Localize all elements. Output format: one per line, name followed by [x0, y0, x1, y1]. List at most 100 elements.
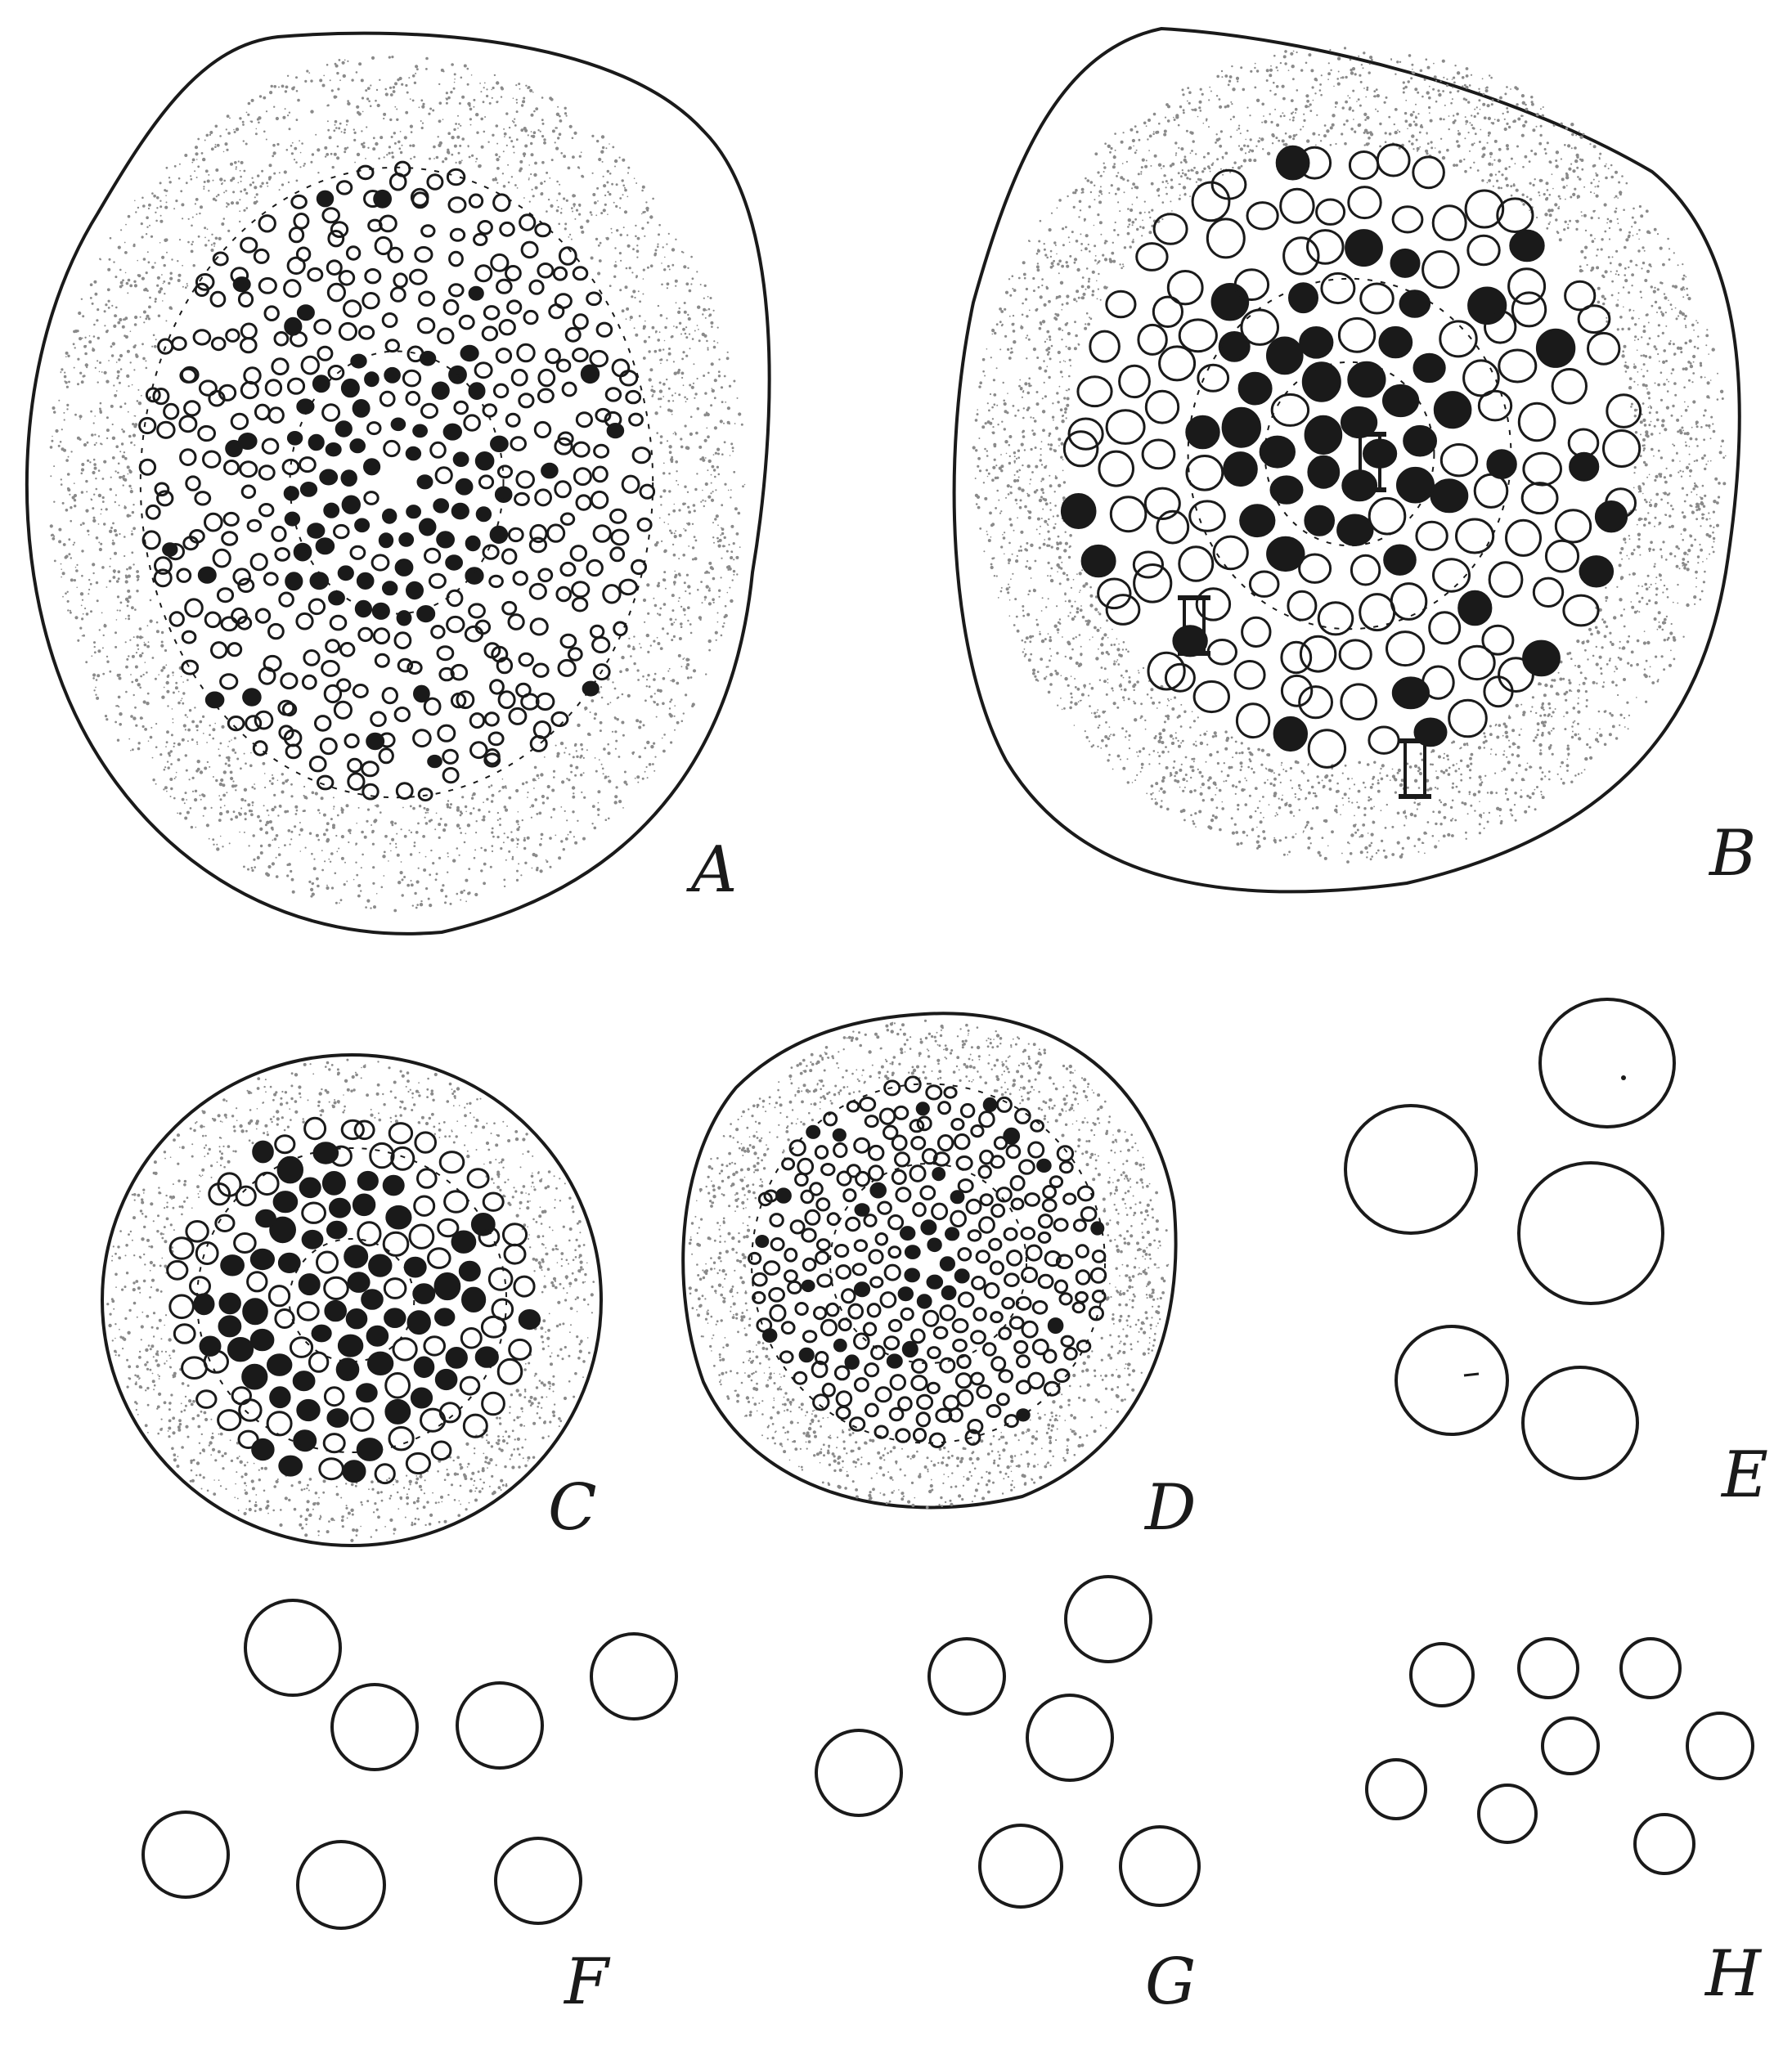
panel-a-stipple-dot [597, 271, 600, 275]
panel-b-stipple-dot [1420, 70, 1423, 73]
panel-a-stipple-dot [626, 267, 628, 270]
panel-a-stipple-dot [681, 720, 684, 723]
panel-a-stipple-dot [179, 164, 181, 165]
panel-a-stipple-dot [77, 437, 80, 440]
panel-a-stipple-dot [676, 470, 677, 472]
panel-b-stipple-dot [1368, 142, 1370, 145]
panel-a-stipple-dot [70, 610, 71, 612]
panel-b-stipple-dot [1013, 451, 1016, 454]
panel-a-stipple-dot [678, 600, 680, 602]
panel-a-stipple-dot [97, 308, 99, 311]
panel-b-stipple-dot [1180, 743, 1182, 744]
panel-a-stipple-dot [496, 158, 499, 161]
panel-a-stipple-dot [639, 300, 641, 303]
panel-a-stipple-dot [690, 416, 693, 419]
panel-b-stipple-dot [1116, 175, 1118, 177]
panel-a-stipple-dot [553, 776, 555, 778]
panel-b-stipple-dot [1552, 728, 1555, 730]
panel-a-stipple-dot [257, 815, 260, 819]
panel-b-stipple-dot [1117, 663, 1120, 666]
panel-a-stipple-dot [223, 770, 227, 774]
panel-b-stipple-dot [1370, 786, 1373, 789]
panel-b-stipple-dot [1269, 69, 1273, 72]
panel-b-stipple-dot [1535, 712, 1537, 714]
panel-a-stipple-dot [669, 701, 671, 703]
panel-a-stipple-dot [141, 717, 143, 719]
panel-a-stipple-dot [146, 227, 148, 228]
panel-b-stipple-dot [1112, 260, 1116, 263]
panel-a-stipple-dot [590, 711, 591, 713]
panel-a-stipple-dot [380, 811, 382, 814]
panel-b-stipple-dot [1314, 92, 1316, 94]
panel-a-stipple-dot [576, 209, 578, 212]
panel-a-stipple-dot [420, 120, 422, 122]
panel-b-stipple-dot [1369, 63, 1371, 65]
panel-b-stipple-dot [1541, 721, 1544, 725]
panel-a-stipple-dot [384, 835, 388, 838]
panel-b-stipple-dot [1611, 680, 1615, 684]
panel-b-stipple-dot [1017, 456, 1020, 459]
panel-a-cell [591, 351, 608, 366]
panel-a-stipple-dot [675, 280, 678, 283]
panel-a-stipple-dot [332, 166, 335, 168]
panel-a-stipple-dot [458, 123, 460, 125]
panel-a-stipple-dot [734, 507, 738, 510]
panel-a-stipple-dot [682, 658, 684, 660]
panel-b-stipple-dot [1190, 169, 1192, 172]
panel-a-stipple-dot [254, 866, 256, 868]
panel-a-stipple-dot [697, 306, 700, 309]
panel-a-stipple-dot [85, 509, 88, 513]
panel-a-stipple-dot [68, 381, 70, 384]
panel-a-stipple-dot [192, 791, 194, 792]
panel-a-stipple-dot [285, 108, 286, 110]
panel-b-stipple-dot [1028, 516, 1031, 519]
panel-a-stipple-dot [714, 518, 716, 520]
panel-a-stipple-dot [93, 689, 95, 691]
panel-a-stipple-dot [402, 894, 404, 896]
panel-a-stipple-dot [186, 182, 188, 184]
panel-a-stipple-dot [560, 742, 564, 745]
panel-a-stipple-dot [124, 251, 128, 254]
panel-a-cell [315, 320, 330, 334]
panel-a-stipple-dot [616, 229, 618, 231]
panel-a-stipple-dot [425, 822, 429, 825]
panel-a-stipple-dot [459, 145, 461, 147]
panel-b-stipple-dot [1616, 586, 1618, 588]
panel-a-stipple-dot [317, 172, 319, 173]
panel-b-stipple-dot [1069, 241, 1071, 243]
panel-a-stipple-dot [615, 205, 618, 208]
panel-a-stipple-dot [65, 356, 67, 357]
panel-b-stipple-dot [1442, 60, 1445, 63]
panel-a-stipple-dot [117, 609, 119, 611]
panel-a-stipple-dot [282, 782, 285, 785]
panel-b-stipple-dot [1017, 517, 1018, 518]
panel-b-stipple-dot [1144, 165, 1148, 168]
panel-a-stipple-dot [534, 766, 537, 769]
panel-a-stipple-dot [360, 890, 362, 891]
panel-a-stipple-dot [165, 320, 167, 321]
panel-a-cell [211, 292, 225, 306]
panel-b-stipple-dot [1076, 662, 1079, 665]
panel-b-stipple-dot [1637, 371, 1639, 373]
panel-a-stipple-dot [549, 837, 552, 840]
panel-b-stipple-dot [1044, 395, 1047, 397]
panel-b-stipple-dot [1650, 541, 1653, 544]
panel-a-stipple-dot [173, 743, 176, 745]
panel-b-stipple-dot [1658, 307, 1661, 310]
panel-b-stipple-dot [1666, 588, 1668, 590]
panel-a-stipple-dot [516, 846, 518, 848]
panel-b-stipple-dot [1669, 552, 1673, 555]
panel-a-stipple-dot [94, 444, 97, 446]
panel-a-stipple-dot [287, 75, 289, 77]
panel-a-stipple-dot [234, 131, 236, 133]
panel-b-stipple-dot [1038, 366, 1041, 370]
panel-a-stipple-dot [707, 435, 710, 438]
panel-a-stipple-dot [429, 904, 432, 907]
panel-a-cell [326, 444, 340, 455]
panel-b-stipple-dot [1620, 614, 1623, 617]
panel-a-stipple-dot [229, 741, 231, 743]
panel-a: A [27, 34, 770, 934]
panel-b-stipple-dot [1107, 759, 1109, 761]
panel-a-stipple-dot [483, 801, 484, 803]
panel-b-stipple-dot [1498, 148, 1502, 151]
